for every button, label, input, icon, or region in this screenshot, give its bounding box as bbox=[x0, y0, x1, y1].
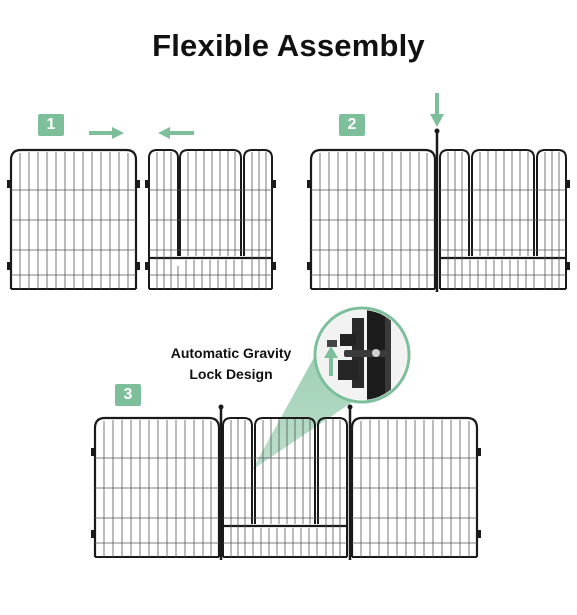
arrow-right-icon bbox=[89, 127, 124, 139]
fence-door-panel bbox=[439, 149, 570, 290]
fence-door-panel bbox=[145, 149, 276, 290]
connector-pin bbox=[347, 404, 353, 560]
fence-panel bbox=[307, 148, 437, 290]
step-badge-1: 1 bbox=[38, 114, 64, 136]
connector-pin bbox=[434, 128, 440, 292]
gravity-lock-callout: Automatic Gravity Lock Design bbox=[150, 343, 312, 385]
arrow-left-icon bbox=[158, 127, 194, 139]
connector-pin bbox=[218, 404, 224, 560]
gravity-lock-zoom-icon bbox=[313, 306, 411, 404]
page-title: Flexible Assembly bbox=[152, 28, 425, 63]
step-badge-2: 2 bbox=[339, 114, 365, 136]
fence-panel bbox=[350, 416, 481, 558]
step-badge-3: 3 bbox=[115, 384, 141, 406]
callout-line-1: Automatic Gravity bbox=[170, 345, 292, 361]
fence-door-panel bbox=[222, 417, 348, 558]
fence-panel bbox=[91, 416, 221, 558]
arrow-down-icon bbox=[430, 93, 444, 127]
callout-line-2: Lock Design bbox=[189, 366, 273, 382]
fence-panel bbox=[7, 148, 140, 290]
